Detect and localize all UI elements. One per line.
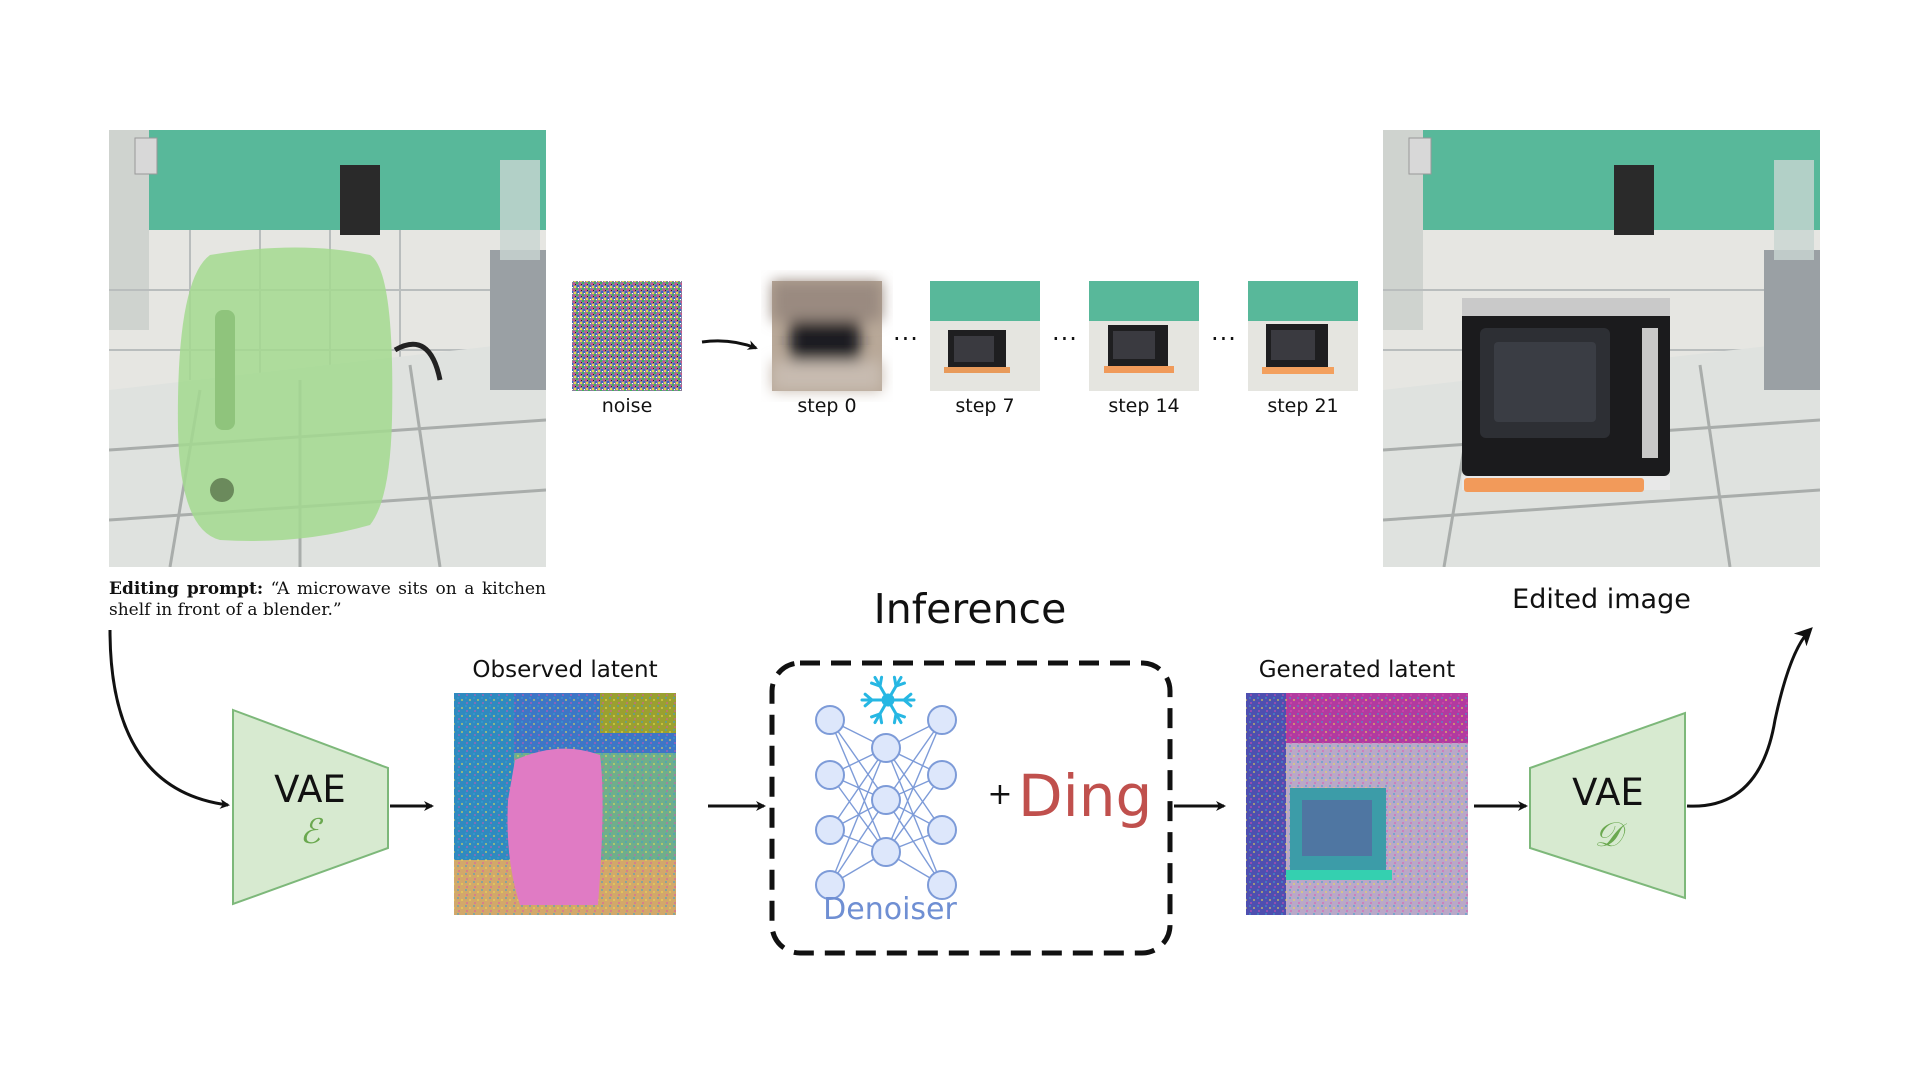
network-edge xyxy=(829,719,887,801)
snowflake-icon xyxy=(860,675,916,725)
encoder-label: VAE xyxy=(274,768,346,811)
snowflake-stroke xyxy=(902,692,913,702)
generated-latent-label: Generated latent xyxy=(1258,657,1456,683)
network-edge xyxy=(829,799,887,886)
prompt-label: Editing prompt: xyxy=(109,579,264,599)
network-node xyxy=(871,733,901,763)
network-edge xyxy=(829,747,887,831)
network-node xyxy=(815,870,845,900)
network-node xyxy=(871,785,901,815)
noise-to-step-arrow xyxy=(701,339,758,350)
network-node xyxy=(927,760,957,790)
decoder-label: VAE xyxy=(1572,771,1644,814)
decoder-to-output-arrow xyxy=(1686,627,1813,808)
input-image xyxy=(109,130,546,567)
prompt-to-encoder-arrow xyxy=(108,629,230,809)
inference-title: Inference xyxy=(873,585,1067,633)
network-node xyxy=(871,837,901,867)
method-name: Ding xyxy=(1018,762,1153,830)
encoder-symbol: ℰ xyxy=(299,812,321,852)
step14-thumbnail xyxy=(1089,281,1199,391)
step21-thumbnail xyxy=(1248,281,1358,391)
edited-image xyxy=(1383,130,1820,567)
network-edge xyxy=(829,747,887,886)
generated-latent-image xyxy=(1246,693,1468,915)
network-edge xyxy=(885,747,943,886)
plus-sign: + xyxy=(987,777,1013,812)
network-edge xyxy=(829,719,887,853)
editing-prompt: Editing prompt: “A microwave sits on a k… xyxy=(109,579,546,621)
network-node xyxy=(815,705,845,735)
network-edge xyxy=(885,799,943,886)
network-edge xyxy=(885,747,943,831)
denoiser-nodes xyxy=(815,705,957,900)
snowflake-stroke xyxy=(870,681,882,688)
step-label-0: step 0 xyxy=(797,395,857,417)
network-node xyxy=(927,870,957,900)
ellipsis-2: ... xyxy=(1052,318,1078,346)
snowflake-stroke xyxy=(863,698,874,708)
edited-image-label: Edited image xyxy=(1512,584,1691,615)
network-edge xyxy=(885,719,943,801)
vae-encoder-block xyxy=(232,708,389,906)
vae-decoder-block xyxy=(1529,711,1686,900)
network-node xyxy=(927,705,957,735)
network-edge xyxy=(885,774,943,853)
step-label-noise: noise xyxy=(601,395,653,417)
step-label-21: step 21 xyxy=(1267,395,1339,417)
snowflake-stroke xyxy=(894,712,906,719)
network-node xyxy=(927,815,957,845)
observed-latent-image xyxy=(454,693,676,915)
step7-thumbnail xyxy=(930,281,1040,391)
prompt-text: “A microwave sits on a kitchen shelf in … xyxy=(109,579,547,620)
snowflake-stroke xyxy=(892,675,898,688)
network-edge xyxy=(885,719,943,853)
step-label-7: step 7 xyxy=(955,395,1015,417)
step0-thumbnail xyxy=(772,281,882,391)
network-edge xyxy=(829,774,887,853)
network-node xyxy=(815,815,845,845)
inference-box xyxy=(769,660,1173,956)
step-label-14: step 14 xyxy=(1108,395,1180,417)
noise-thumbnail xyxy=(572,281,682,391)
network-node xyxy=(815,760,845,790)
decoder-symbol: 𝒟 xyxy=(1594,815,1622,855)
ellipsis-3: ... xyxy=(1211,318,1237,346)
ellipsis-1: ... xyxy=(893,318,919,346)
observed-latent-label: Observed latent xyxy=(472,657,658,683)
snowflake-stroke xyxy=(878,712,884,725)
denoiser-label: Denoiser xyxy=(823,892,957,927)
snowflake-center xyxy=(881,693,895,707)
